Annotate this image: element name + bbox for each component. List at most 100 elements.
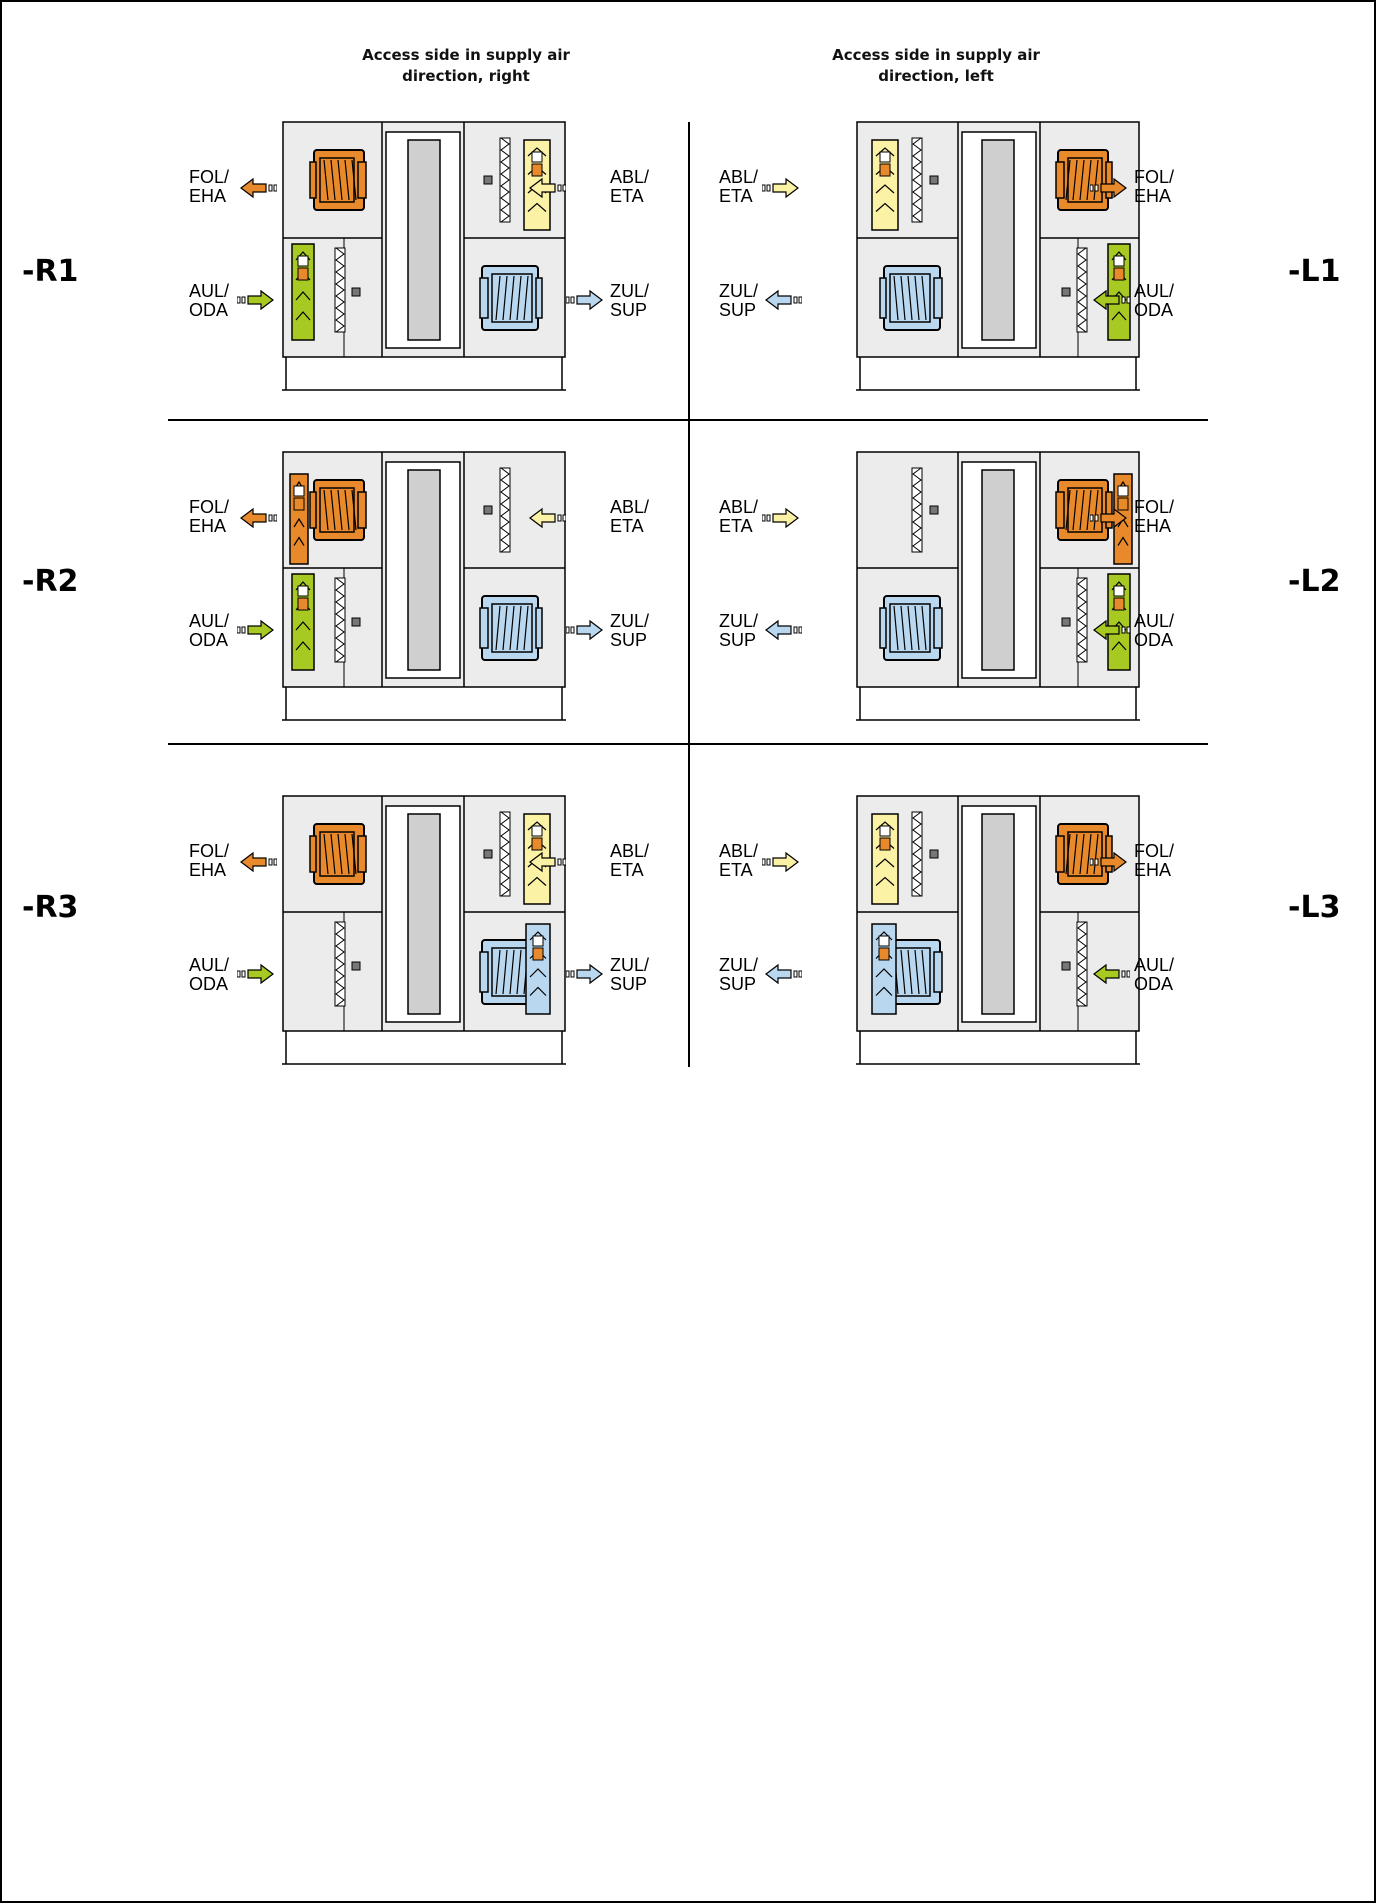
- exhaust-arrow-l2: [1090, 507, 1127, 529]
- aul-label-r1: AUL/ ODA: [189, 281, 230, 320]
- extract-damper-icon: [523, 139, 551, 231]
- ahu-unit-diagram-3: [282, 795, 566, 1065]
- extract-arrow-r3: [529, 851, 566, 873]
- extract-damper-icon: [871, 813, 899, 905]
- outdoor-arrow-l1: [1093, 289, 1130, 311]
- supply-arrow-r2: [566, 619, 603, 641]
- extract-arrow-l2: [762, 507, 799, 529]
- aul-label-r3: AUL/ ODA: [189, 955, 230, 994]
- extract-arrow-r3-shape: [529, 851, 566, 873]
- supply-arrow-l2-shape: [765, 619, 802, 641]
- variant-label-r3: -R3: [22, 890, 79, 925]
- exhaust-arrow-l1: [1090, 177, 1127, 199]
- supply-arrow-l1: [765, 289, 802, 311]
- variant-label-r1: -R1: [22, 254, 79, 289]
- extract-arrow-l2-shape: [762, 507, 799, 529]
- fol-label-l2: FOL/ EHA: [1134, 497, 1175, 536]
- outdoor-arrow-l1-shape: [1093, 289, 1130, 311]
- extract-filter-icon: [499, 811, 511, 897]
- exhaust-arrow-l3-shape: [1090, 851, 1127, 873]
- outdoor-filter-icon: [334, 247, 346, 333]
- fol-label-r2: FOL/ EHA: [189, 497, 230, 536]
- outdoor-arrow-r2: [237, 619, 274, 641]
- outdoor-arrow-l2-shape: [1093, 619, 1130, 641]
- supply-arrow-r1-shape: [566, 289, 603, 311]
- extract-arrow-r2: [529, 507, 566, 529]
- supply-fan-icon: [879, 265, 943, 331]
- variant-label-r2: -R2: [22, 564, 79, 599]
- fol-label-r3: FOL/ EHA: [189, 841, 230, 880]
- zul-label-l2: ZUL/ SUP: [719, 611, 759, 650]
- exhaust-fan-icon: [309, 823, 367, 885]
- outdoor-arrow-r3-shape: [237, 963, 274, 985]
- supply-arrow-r3-shape: [566, 963, 603, 985]
- outdoor-arrow-l3-shape: [1093, 963, 1130, 985]
- supply-arrow-r2-shape: [566, 619, 603, 641]
- zul-label-r3: ZUL/ SUP: [610, 955, 650, 994]
- outdoor-arrow-l3: [1093, 963, 1130, 985]
- extract-damper-icon: [871, 139, 899, 231]
- supply-fan-icon: [879, 595, 943, 661]
- ahu-unit-diagram-1: [282, 121, 566, 391]
- outdoor-arrow-r1: [237, 289, 274, 311]
- outdoor-filter-icon: [334, 921, 346, 1007]
- supply-damper-icon: [525, 923, 551, 1015]
- extract-filter-icon: [911, 811, 923, 897]
- extract-filter-icon: [499, 467, 511, 553]
- abl-label-l3: ABL/ ETA: [719, 841, 759, 880]
- outdoor-filter-icon: [334, 577, 346, 663]
- supply-arrow-r3: [566, 963, 603, 985]
- exhaust-arrow-r3: [240, 851, 277, 873]
- exhaust-fan-icon: [1055, 149, 1113, 211]
- fol-label-r1: FOL/ EHA: [189, 167, 230, 206]
- exhaust-arrow-l2-shape: [1090, 507, 1127, 529]
- exhaust-arrow-r1-shape: [240, 177, 277, 199]
- ahu-unit-diagram-6: [856, 795, 1140, 1065]
- extract-arrow-l1: [762, 177, 799, 199]
- aul-label-l1: AUL/ ODA: [1134, 281, 1175, 320]
- exhaust-fan-icon: [309, 149, 367, 211]
- exhaust-arrow-l3: [1090, 851, 1127, 873]
- exhaust-damper-icon: [289, 473, 309, 565]
- row-divider-2: [168, 743, 1208, 745]
- variant-label-l2: -L2: [1288, 564, 1341, 599]
- exhaust-arrow-r1: [240, 177, 277, 199]
- outdoor-damper-icon: [291, 243, 315, 341]
- abl-label-l1: ABL/ ETA: [719, 167, 759, 206]
- outdoor-damper-icon: [1107, 573, 1131, 671]
- row-divider-1: [168, 419, 1208, 421]
- zul-label-r2: ZUL/ SUP: [610, 611, 650, 650]
- extract-filter-icon: [911, 467, 923, 553]
- ahu-unit-diagram-5: [856, 451, 1140, 721]
- abl-label-l2: ABL/ ETA: [719, 497, 759, 536]
- exhaust-arrow-l1-shape: [1090, 177, 1127, 199]
- supply-arrow-l3-shape: [765, 963, 802, 985]
- exhaust-fan-icon: [1055, 823, 1113, 885]
- fol-label-l3: FOL/ EHA: [1134, 841, 1175, 880]
- zul-label-l3: ZUL/ SUP: [719, 955, 759, 994]
- zul-label-r1: ZUL/ SUP: [610, 281, 650, 320]
- supply-fan-icon: [479, 265, 543, 331]
- extract-arrow-l3: [762, 851, 799, 873]
- abl-label-r2: ABL/ ETA: [610, 497, 650, 536]
- aul-label-l2: AUL/ ODA: [1134, 611, 1175, 650]
- outdoor-filter-icon: [1076, 577, 1088, 663]
- abl-label-r3: ABL/ ETA: [610, 841, 650, 880]
- outdoor-arrow-r2-shape: [237, 619, 274, 641]
- outdoor-filter-icon: [1076, 921, 1088, 1007]
- outdoor-arrow-r1-shape: [237, 289, 274, 311]
- outdoor-filter-icon: [1076, 247, 1088, 333]
- variant-label-l3: -L3: [1288, 890, 1341, 925]
- supply-arrow-l2: [765, 619, 802, 641]
- aul-label-l3: AUL/ ODA: [1134, 955, 1175, 994]
- supply-damper-icon: [871, 923, 897, 1015]
- extract-arrow-r1-shape: [529, 177, 566, 199]
- extract-arrow-r2-shape: [529, 507, 566, 529]
- extract-arrow-l1-shape: [762, 177, 799, 199]
- right-column-heading: Access side in supply air direction, rig…: [362, 46, 570, 85]
- ahu-unit-diagram-4: [856, 121, 1140, 391]
- zul-label-l1: ZUL/ SUP: [719, 281, 759, 320]
- exhaust-arrow-r2-shape: [240, 507, 277, 529]
- variant-label-l1: -L1: [1288, 254, 1341, 289]
